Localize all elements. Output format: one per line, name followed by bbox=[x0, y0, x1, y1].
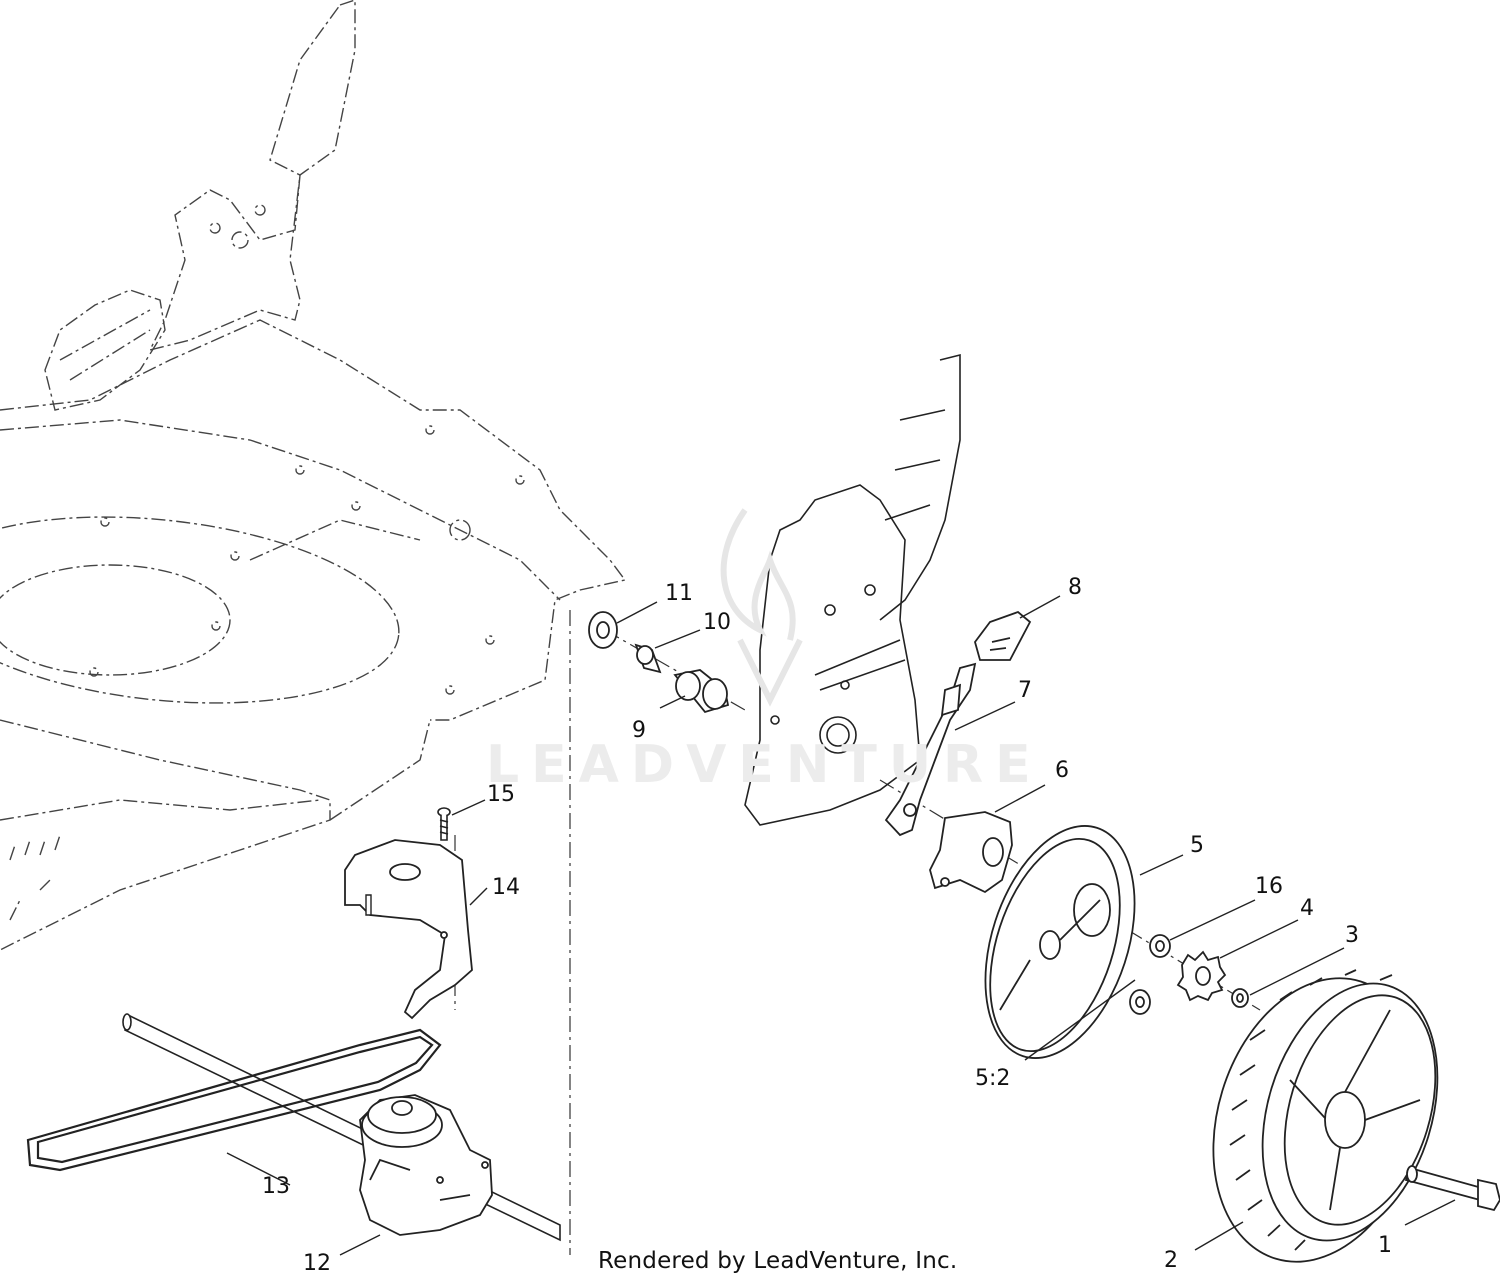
washer-5-2 bbox=[1129, 989, 1151, 1015]
screw-15 bbox=[437, 807, 451, 841]
callout-12: 12 bbox=[303, 1251, 331, 1276]
callout-4: 4 bbox=[1300, 896, 1314, 921]
callout-7: 7 bbox=[1018, 678, 1032, 703]
axis-lines bbox=[454, 610, 1261, 1255]
callout-14: 14 bbox=[492, 875, 520, 900]
watermark-logo bbox=[720, 508, 803, 707]
callout-3: 3 bbox=[1345, 923, 1359, 948]
callout-2: 2 bbox=[1164, 1248, 1178, 1273]
washer-16 bbox=[1149, 934, 1171, 958]
shoulder-bolt-9 bbox=[673, 669, 730, 714]
bearing-11 bbox=[588, 611, 618, 649]
gear-cover-5 bbox=[984, 825, 1136, 1059]
knob-8 bbox=[974, 610, 1032, 661]
callout-16: 16 bbox=[1255, 874, 1283, 899]
credit-text: Rendered by LeadVenture, Inc. bbox=[598, 1248, 958, 1274]
bushing-10 bbox=[634, 643, 662, 674]
screw-small bbox=[365, 894, 372, 916]
callout-15: 15 bbox=[487, 782, 515, 807]
callout-5-2: 5:2 bbox=[975, 1066, 1011, 1091]
shoulder-bolt-1 bbox=[1404, 1165, 1500, 1212]
pinion-gear-4 bbox=[1176, 950, 1227, 1002]
callout-11: 11 bbox=[665, 581, 693, 606]
mower-deck-phantom bbox=[0, 0, 627, 951]
callout-8: 8 bbox=[1068, 575, 1082, 600]
callout-1: 1 bbox=[1378, 1233, 1392, 1258]
callout-10: 10 bbox=[703, 610, 731, 635]
callout-9: 9 bbox=[632, 718, 646, 743]
callout-6: 6 bbox=[1055, 758, 1069, 783]
bracket-14 bbox=[344, 839, 473, 1020]
lever-7 bbox=[884, 662, 977, 837]
plate-6 bbox=[929, 811, 1013, 894]
callout-13: 13 bbox=[262, 1174, 290, 1199]
belt-13 bbox=[26, 1028, 442, 1172]
callout-5: 5 bbox=[1190, 833, 1204, 858]
wheel-2 bbox=[1212, 969, 1439, 1263]
transmission-12 bbox=[359, 1094, 493, 1236]
drive-shaft bbox=[122, 1013, 561, 1242]
leader-lines bbox=[226, 595, 1456, 1256]
watermark: LEADVENTURE bbox=[486, 735, 1043, 795]
retaining-ring-3 bbox=[1231, 988, 1249, 1008]
